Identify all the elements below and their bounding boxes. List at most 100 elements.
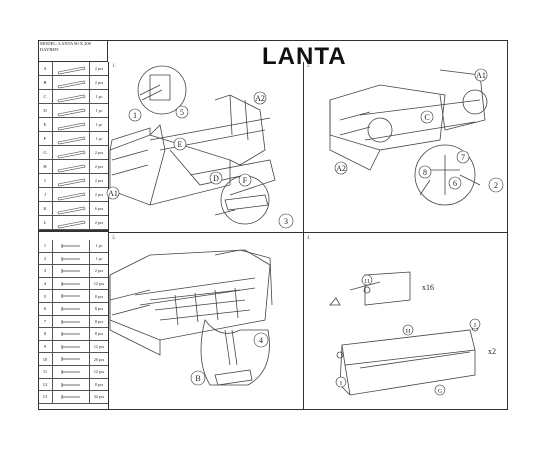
callout-label: 2	[494, 181, 498, 190]
part-letter: I	[38, 174, 53, 187]
part-letter: H	[38, 160, 53, 173]
hardware-part-row: 7 8 pcs	[38, 315, 108, 329]
part-number: 13	[38, 391, 53, 403]
part-letter: K	[38, 202, 53, 215]
part-qty: 1 pc	[89, 132, 108, 145]
part-qty: 2 pcs	[89, 146, 108, 159]
part-sketch-icon	[57, 206, 86, 215]
callout-bubble	[469, 318, 481, 330]
part-qty: 12 pcs	[89, 277, 108, 290]
step-number-1: 1.	[112, 64, 116, 69]
callout-label: A2	[336, 164, 346, 173]
part-sketch-icon	[57, 122, 86, 131]
step-number-2: 2.	[307, 64, 311, 69]
part-qty: 20 pcs	[89, 353, 108, 365]
step2-daybed-drawing	[329, 69, 488, 206]
part-letter: J	[38, 188, 53, 201]
hardware-sketch-icon	[61, 332, 80, 337]
callout-bubble	[175, 105, 189, 119]
part-qty: 1 pc	[89, 90, 108, 103]
part-letter: L	[38, 216, 53, 229]
callout-label: 7	[461, 153, 465, 162]
part-sketch-icon	[57, 108, 86, 117]
hardware-part-row: 12 8 pcs	[38, 378, 108, 392]
callout-label: H	[406, 329, 411, 335]
part-letter: B	[38, 76, 53, 89]
part-number: 3	[38, 265, 53, 277]
hardware-sketch-icon	[61, 344, 80, 349]
panel-part-row: F 1 pc	[38, 132, 108, 146]
part-number: 12	[38, 378, 53, 391]
part-qty: 2 pcs	[89, 265, 108, 277]
step1-daybed-drawing	[109, 65, 276, 225]
hardware-sketch-icon	[61, 307, 80, 311]
hardware-sketch-icon	[61, 269, 80, 274]
callout-bubble	[488, 177, 504, 193]
part-qty: 1 pc	[89, 118, 108, 131]
part-sketch-icon	[57, 94, 86, 103]
parts-divider	[38, 230, 108, 232]
callout-bubble	[278, 213, 294, 229]
part-sketch-icon	[57, 164, 86, 173]
hardware-sketch-icon	[61, 244, 80, 248]
part-qty: 2 pcs	[89, 174, 108, 187]
part-qty: 1 pc	[89, 252, 108, 265]
part-number: 2	[38, 252, 53, 265]
callout-label: E	[178, 140, 183, 149]
callout-bubble	[238, 173, 252, 187]
callout-label: 8	[423, 168, 427, 177]
part-qty: 8 pcs	[89, 315, 108, 328]
part-qty: 8 pcs	[89, 290, 108, 302]
callout-label: I	[340, 381, 342, 387]
callout-label: 1	[133, 111, 137, 120]
step-number-4: 4.	[307, 236, 311, 241]
panel-part-row: L 2 pcs	[38, 216, 108, 230]
part-qty: 12 pcs	[89, 340, 108, 353]
part-qty: 2 pcs	[89, 62, 108, 75]
part-number: 7	[38, 315, 53, 328]
model-subline: DAYBED	[40, 46, 59, 52]
hardware-part-row: 3 2 pcs	[38, 265, 108, 278]
hardware-sketch-icon	[61, 319, 80, 324]
panel-part-row: I 2 pcs	[38, 174, 108, 188]
callout-label: 4	[259, 336, 263, 345]
callout-bubble	[418, 165, 432, 179]
hardware-sketch-icon	[61, 256, 80, 261]
callout-label: A1	[476, 71, 486, 80]
callout-label: 3	[284, 217, 288, 226]
callout-label: C	[424, 113, 429, 122]
part-qty: 1 pc	[89, 104, 108, 117]
callout-bubble	[448, 176, 462, 190]
part-qty: 8 pcs	[89, 378, 108, 391]
part-qty: 1 pc	[89, 240, 108, 252]
hardware-part-row: 2 1 pc	[38, 252, 108, 266]
part-number: 5	[38, 290, 53, 302]
hardware-sketch-icon	[61, 294, 80, 299]
callout-bubble	[253, 332, 269, 348]
hardware-sketch-icon	[61, 357, 80, 362]
horizontal-divider	[108, 232, 508, 233]
callout-label: D	[213, 174, 219, 183]
callout-bubble	[402, 324, 414, 336]
part-letter: F	[38, 132, 53, 145]
part-number: 9	[38, 340, 53, 353]
part-sketch-icon	[57, 136, 86, 145]
part-letter: G	[38, 146, 53, 159]
hardware-part-row: 9 12 pcs	[38, 340, 108, 354]
callout-bubble	[361, 274, 373, 286]
quantity-label: x2	[488, 347, 496, 356]
part-number: 8	[38, 328, 53, 340]
callout-label: F	[243, 176, 248, 185]
part-qty: 2 pcs	[89, 216, 108, 229]
part-number: 1	[38, 240, 53, 252]
